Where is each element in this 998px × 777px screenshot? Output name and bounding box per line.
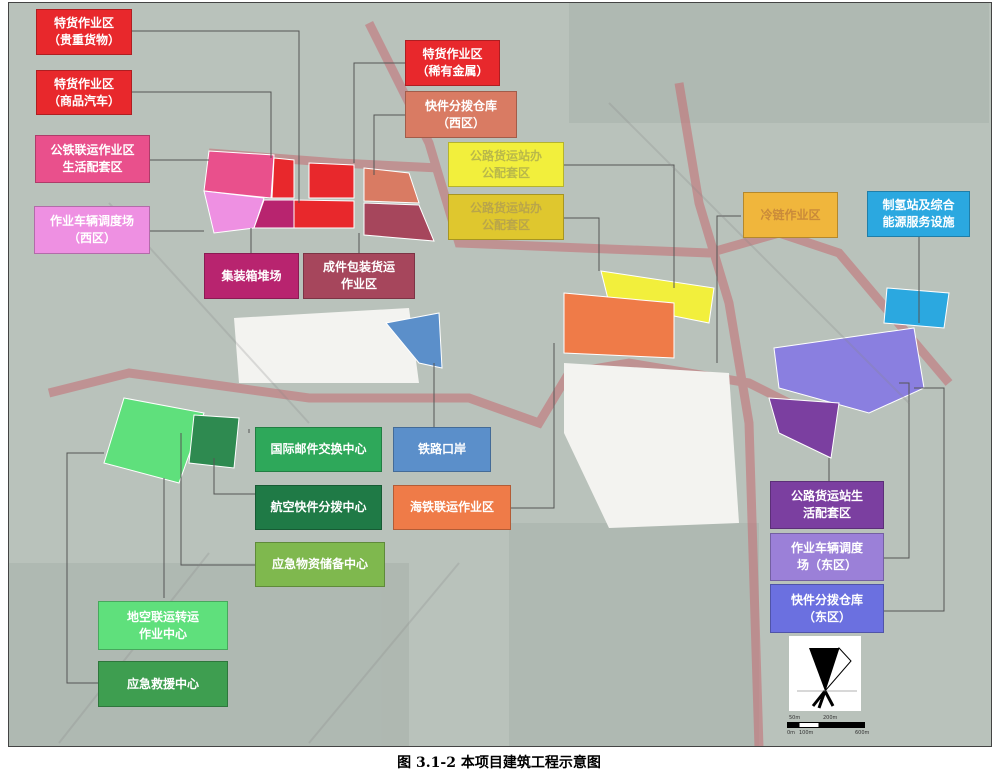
label-intl-mail: 国际邮件交换中心 [255, 427, 382, 472]
label-express-east: 快件分拨仓库 （东区） [770, 584, 884, 633]
label-express-west: 快件分拨仓库 （西区） [405, 91, 517, 138]
label-air-express: 航空快件分拨中心 [255, 485, 382, 530]
zone-road-office [600, 270, 715, 324]
label-dispatch-west: 作业车辆调度场 （西区） [34, 206, 150, 254]
zone-express-west [363, 167, 420, 204]
label-road-office-2: 公路货运站办 公配套区 [448, 194, 564, 240]
zone-road-living [768, 397, 840, 459]
zone-sea-rail [563, 292, 675, 359]
zone-rare-metal [293, 199, 355, 229]
zone-intl-mail [188, 414, 240, 469]
zone-polygons [103, 150, 950, 484]
scale-label: 200m [823, 715, 838, 721]
zone-hydrogen [883, 287, 950, 329]
label-cold-chain: 冷链作业区 [743, 192, 838, 238]
label-packaged-freight: 成件包装货运 作业区 [303, 253, 415, 299]
zone-container [253, 199, 295, 229]
label-special-cargo-vehicles: 特货作业区 （商品汽车） [36, 70, 132, 115]
zone-dispatch-east [773, 327, 925, 414]
scale-label: 600m [855, 730, 870, 736]
zone-vehicles [271, 157, 295, 199]
scale-bar: 50m 200m 0m 100m 600m [787, 715, 870, 739]
zone-rail-living [203, 150, 275, 199]
zone-packaged [363, 202, 435, 242]
scale-label: 0m [787, 730, 796, 736]
scale-label: 100m [799, 730, 814, 736]
label-container-yard: 集装箱堆场 [204, 253, 299, 299]
label-special-cargo-rare-metal: 特货作业区 （稀有金属） [405, 40, 500, 86]
label-rail-road-living: 公铁联运作业区 生活配套区 [35, 135, 150, 183]
map-canvas: 特货作业区 （贵重货物） 特货作业区 （商品汽车） 公铁联运作业区 生活配套区 … [8, 2, 992, 747]
scale-label: 50m [789, 715, 801, 721]
label-air-ground: 地空联运转运 作业中心 [98, 601, 228, 650]
label-road-office-1: 公路货运站办 公配套区 [448, 142, 564, 187]
leader-lines [66, 30, 945, 684]
label-sea-rail: 海铁联运作业区 [393, 485, 511, 530]
label-road-living: 公路货运站生 活配套区 [770, 481, 884, 529]
scale-bar-graphic [787, 722, 865, 728]
blank-sites [234, 308, 739, 528]
label-hydrogen: 制氢站及综合 能源服务设施 [867, 191, 970, 237]
zone-air-ground [103, 397, 205, 484]
label-special-cargo-valuable: 特货作业区 （贵重货物） [36, 9, 132, 55]
zone-rail-port [385, 312, 443, 369]
zone-valuable [308, 162, 355, 199]
map-drawing [9, 3, 989, 746]
label-dispatch-east: 作业车辆调度 场（东区） [770, 533, 884, 581]
label-rail-port: 铁路口岸 [393, 427, 491, 472]
north-arrow-icon [789, 636, 861, 711]
satellite-background [9, 3, 989, 746]
label-rescue: 应急救援中心 [98, 661, 228, 707]
figure-caption: 图 3.1-2 本项目建筑工程示意图 [397, 755, 601, 771]
label-emergency-storage: 应急物资储备中心 [255, 542, 385, 587]
